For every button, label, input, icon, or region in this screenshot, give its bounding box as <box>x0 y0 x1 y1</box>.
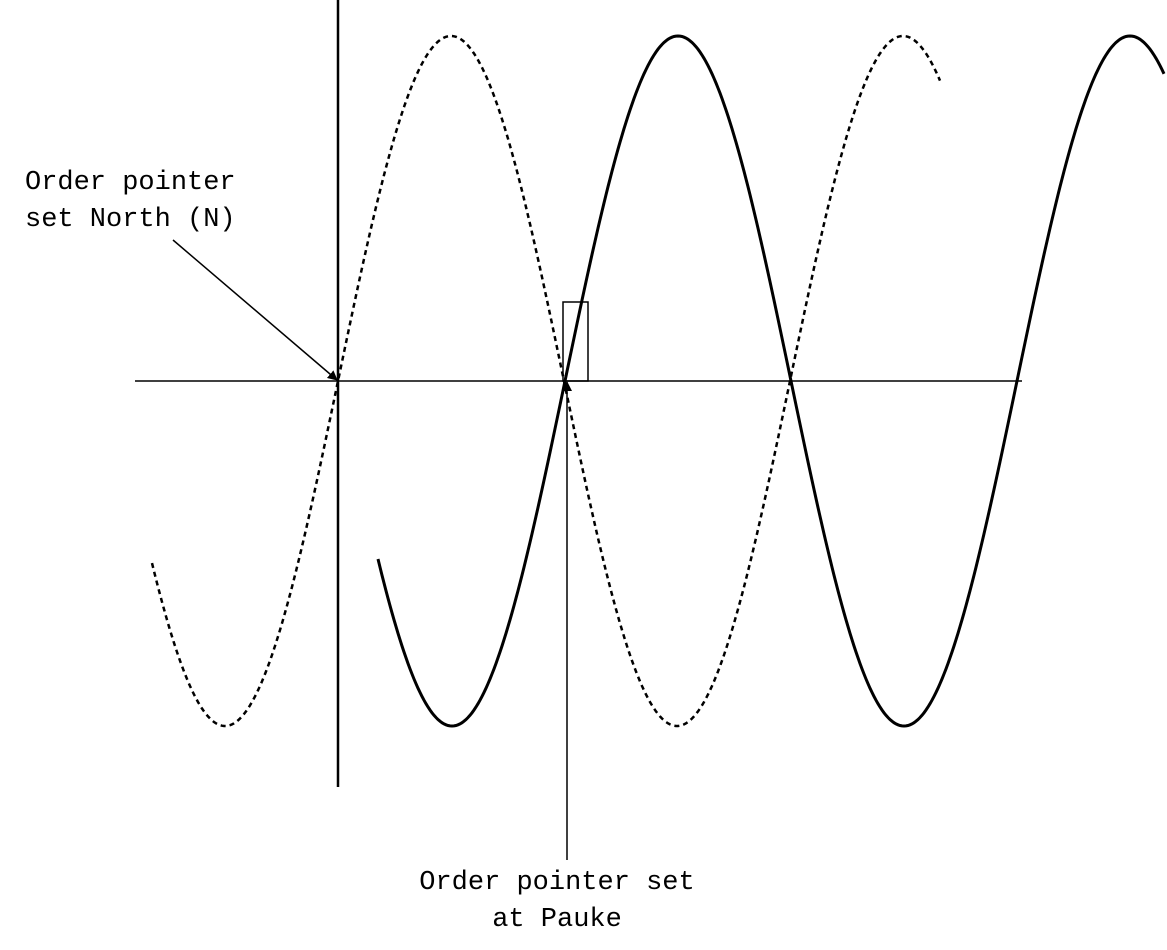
north-pointer-label: Order pointer set North (N) <box>25 165 236 239</box>
north-label-line1: Order pointer <box>25 168 236 198</box>
marker-rectangle <box>562 301 589 382</box>
pauke-pointer-label: Order pointer set at Pauke <box>357 865 757 939</box>
pauke-label-line1: Order pointer set <box>419 868 695 898</box>
north-pointer-arrow <box>172 239 338 381</box>
reference-wave-dashed <box>150 34 942 728</box>
north-label-line2: set North (N) <box>25 205 236 235</box>
pauke-label-line2: at Pauke <box>492 905 622 935</box>
signal-wave-solid <box>376 34 1166 728</box>
